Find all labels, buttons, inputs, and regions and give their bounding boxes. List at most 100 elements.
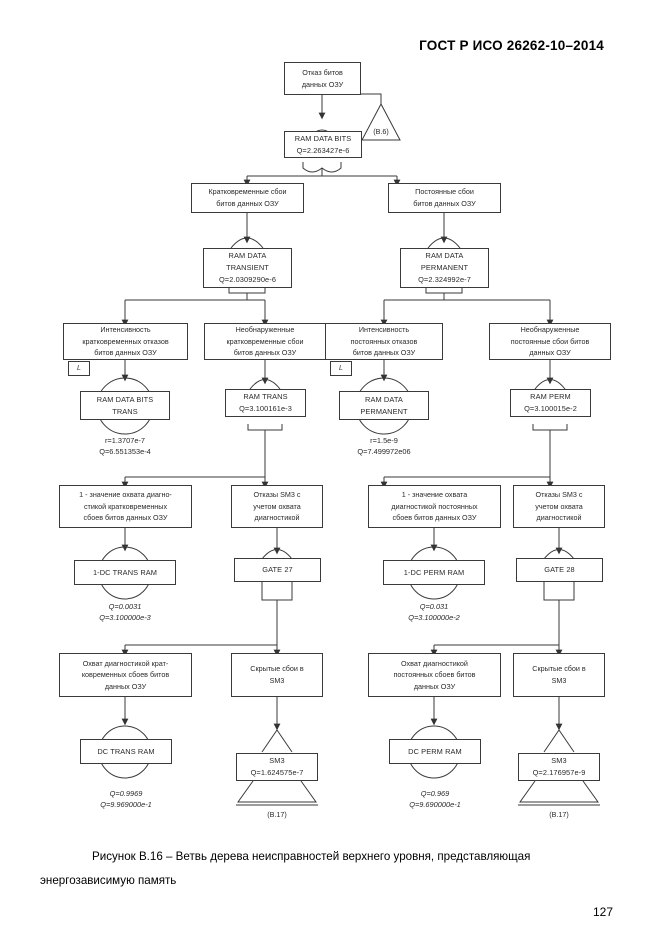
basic-name: DC TRANS RAM <box>97 746 155 756</box>
values-one-minus-dc-trans-ram: Q=0.0031 Q=3.100000e-3 <box>65 601 185 623</box>
event-line: Необнаруженные <box>235 325 295 335</box>
basic-event-one-minus-dc-trans-ram[interactable]: 1-DC TRANS RAM <box>74 560 176 585</box>
event-line: кратковременные сбои <box>226 336 304 346</box>
basic-name: RAM DATA BITS <box>96 394 154 404</box>
event-line: сбоев битов данных ОЗУ <box>83 513 168 523</box>
event-box-undetected-transient[interactable]: Необнаруженные кратковременные сбои бито… <box>204 323 326 360</box>
event-line: SM3 <box>269 676 285 685</box>
event-line: Кратковременные сбои <box>208 187 287 197</box>
event-line: Отказ битов <box>302 67 343 77</box>
value-q: Q=0.9969 <box>109 789 143 798</box>
gate-box-ram-data-permanent[interactable]: RAM DATA PERMANENT Q=2.324992e-7 <box>400 248 489 288</box>
event-line: кратковременных отказов <box>82 336 169 346</box>
gate-name: RAM DATA <box>425 251 464 261</box>
figure-caption-line2: энергозависимую память <box>40 874 177 888</box>
gate-box-ram-data-bits[interactable]: RAM DATA BITS Q=2.263427e-6 <box>284 131 362 158</box>
values-ram-data-permanent: r=1.5e-9 Q=7.499972е06 <box>324 435 444 457</box>
gate-q: Q=2.176957e-9 <box>532 768 586 777</box>
gate-name: RAM DATA <box>228 251 267 261</box>
value-rate: r=1.5e-9 <box>370 436 398 445</box>
basic-name: PERMANENT <box>360 406 408 416</box>
transfer-gate-sm3-transient[interactable]: SM3 Q=1.624575e-7 <box>236 753 318 781</box>
event-box-hidden-faults-sm3-permanent[interactable]: Скрытые сбои в SM3 <box>513 653 605 697</box>
event-box-one-minus-dc-permanent[interactable]: 1 - значение охвата диагностикой постоян… <box>368 485 501 528</box>
gate-q: Q=2.324992e-7 <box>418 274 471 284</box>
basic-name: TRANS <box>112 406 138 416</box>
event-line: Охват диагностикой <box>401 658 468 668</box>
event-box-permanent-rate[interactable]: Интенсивность постоянных отказов битов д… <box>325 323 443 360</box>
transfer-label-b6: (В.6) <box>373 127 389 136</box>
event-box-top[interactable]: Отказ битов данных ОЗУ <box>284 62 361 95</box>
lambda-marker-transient: L <box>68 361 90 376</box>
event-box-transient-faults[interactable]: Кратковременные сбои битов данных ОЗУ <box>191 183 304 213</box>
event-line: 1 - значение охвата диагно- <box>79 490 172 500</box>
event-box-transient-rate[interactable]: Интенсивность кратковременных отказов би… <box>63 323 188 360</box>
page-number: 127 <box>592 905 613 919</box>
event-box-sm3-failures-permanent[interactable]: Отказы SM3 с учетом охвата диагностикой <box>513 485 605 528</box>
event-box-dc-coverage-permanent[interactable]: Охват диагностикой постоянных сбоев бито… <box>368 653 501 697</box>
gate-box-ram-data-transient[interactable]: RAM DATA TRANSIENT Q=2.0309290e-6 <box>203 248 292 288</box>
basic-name: DC PERM RAM <box>408 746 462 756</box>
gate-name: GATE 27 <box>262 565 293 574</box>
basic-event-one-minus-dc-perm-ram[interactable]: 1-DC PERM RAM <box>383 560 485 585</box>
gate-name: PERMANENT <box>420 263 469 272</box>
event-line: битов данных ОЗУ <box>413 199 476 208</box>
gate-q: Q=2.0309290e-6 <box>218 274 277 284</box>
event-line: Интенсивность <box>358 325 410 335</box>
event-line: учетом охвата <box>535 501 583 511</box>
gate-q: Q=1.624575e-7 <box>250 768 304 777</box>
gate-name: RAM PERM <box>530 392 571 402</box>
event-line: стикой кратковременных <box>83 501 168 511</box>
event-line: диагностикой <box>254 513 300 523</box>
basic-event-dc-perm-ram[interactable]: DC PERM RAM <box>389 739 481 764</box>
value-q: Q=0.0031 <box>108 602 142 611</box>
basic-name: RAM DATA <box>365 394 403 404</box>
gate-name: SM3 <box>551 756 567 766</box>
event-line: Скрытые сбои в <box>250 664 304 674</box>
event-line: постоянные сбои битов <box>510 336 590 346</box>
event-line: диагностикой <box>536 513 582 523</box>
gate-q: Q=2.263427e-6 <box>296 145 350 155</box>
values-one-minus-dc-perm-ram: Q=0.031 Q=3.100000e-2 <box>374 601 494 623</box>
value-q: Q=0.031 <box>419 602 449 611</box>
event-box-hidden-faults-sm3-transient[interactable]: Скрытые сбои в SM3 <box>231 653 323 697</box>
gate-box-gate27[interactable]: GATE 27 <box>234 558 321 582</box>
basic-event-ram-data-permanent[interactable]: RAM DATA PERMANENT <box>339 391 429 420</box>
gate-box-gate28[interactable]: GATE 28 <box>516 558 603 582</box>
lambda-marker-permanent: L <box>330 361 352 376</box>
gate-box-ram-trans[interactable]: RAM TRANS Q=3.100161e-3 <box>225 389 306 417</box>
event-line: сбоев битов данных ОЗУ <box>392 513 477 523</box>
event-line: 1 - значение охвата <box>401 490 468 500</box>
values-dc-trans-ram: Q=0.9969 Q=9.969000e-1 <box>66 788 186 810</box>
event-box-permanent-faults[interactable]: Постоянные сбои битов данных ОЗУ <box>388 183 501 213</box>
event-line: данных ОЗУ <box>529 348 571 358</box>
event-line: ковременных сбоев битов <box>81 670 170 680</box>
basic-event-ram-data-bits-trans[interactable]: RAM DATA BITS TRANS <box>80 391 170 420</box>
basic-event-dc-trans-ram[interactable]: DC TRANS RAM <box>80 739 172 764</box>
basic-name: 1-DC TRANS RAM <box>92 567 158 577</box>
event-line: Скрытые сбои в <box>532 664 586 674</box>
gate-q: Q=3.100161e-3 <box>239 404 292 413</box>
standard-header: ГОСТ Р ИСО 26262-10–2014 <box>419 38 604 53</box>
event-line: Охват диагностикой крат- <box>82 658 169 668</box>
value-q: Q=0.969 <box>420 789 450 798</box>
event-box-one-minus-dc-transient[interactable]: 1 - значение охвата диагно- стикой кратк… <box>59 485 192 528</box>
transfer-gate-sm3-permanent[interactable]: SM3 Q=2.176957e-9 <box>518 753 600 781</box>
gate-name: SM3 <box>269 756 285 766</box>
event-line: Отказы SM3 с <box>535 490 583 500</box>
event-line: данных ОЗУ <box>413 681 456 691</box>
gate-box-ram-perm[interactable]: RAM PERM Q=3.100015e-2 <box>510 389 591 417</box>
value-q-sci: Q=3.100000e-2 <box>408 613 460 623</box>
figure-caption-line1: Рисунок В.16 – Ветвь дерева неисправност… <box>92 850 531 863</box>
event-line: Необнаруженные <box>520 325 580 335</box>
figure-caption: Рисунок В.16 – Ветвь дерева неисправност… <box>40 845 640 894</box>
event-box-sm3-failures-transient[interactable]: Отказы SM3 с учетом охвата диагностикой <box>231 485 323 528</box>
event-box-undetected-permanent[interactable]: Необнаруженные постоянные сбои битов дан… <box>489 323 611 360</box>
gate-q: Q=3.100015e-2 <box>524 404 577 413</box>
event-box-dc-coverage-transient[interactable]: Охват диагностикой крат- ковременных сбо… <box>59 653 192 697</box>
gate-name: RAM DATA BITS <box>294 133 352 143</box>
value-q-sci: Q=9.969000e-1 <box>100 800 152 810</box>
value-rate: r=1.3707e-7 <box>104 436 146 445</box>
